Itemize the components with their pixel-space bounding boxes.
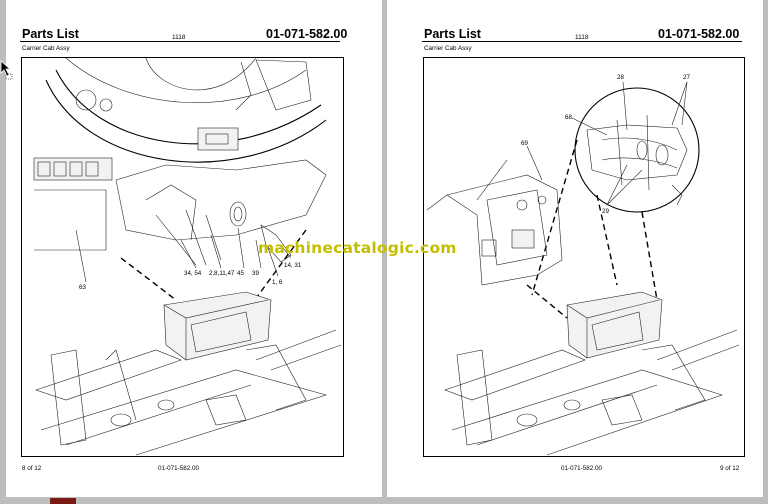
callout-34-54: 34, 54 [184,270,202,277]
assembly-subtitle: Carrier Cab Assy [424,45,472,52]
drawing-frame [21,57,344,457]
doc-number: 01-071-582.00 [658,27,740,41]
callout-45: 45 [237,270,244,277]
footer-doc-number: 01-071-582.00 [561,465,602,472]
doc-number: 01-071-582.00 [266,27,348,41]
callout-1-6: 1, 6 [272,279,283,286]
callout-28: 28 [617,74,624,81]
page-8: Parts List 1118 01-071-582.00 Carrier Ca… [6,0,382,497]
page-code: 1118 [172,34,186,41]
cab-detail-drawing [426,81,740,456]
callout-27: 27 [683,74,690,81]
assembly-subtitle: Carrier Cab Assy [22,45,70,52]
header-rule [422,41,742,42]
drawing-frame [423,57,745,457]
callout-29: 29 [602,208,609,215]
page-code: 1118 [575,34,589,41]
header-rule [20,41,340,42]
watermark: machinecatalogic.com [258,239,457,257]
page-title: Parts List [424,27,481,41]
footer-doc-number: 01-071-582.00 [158,465,199,472]
callout-14-31: 14, 31 [284,262,302,269]
page-gutter [382,0,387,497]
page-9: Parts List 1118 01-071-582.00 Carrier Ca… [387,0,763,497]
callout-2-8-11-47: 2,8,11,47 [209,270,235,277]
callout-63: 63 [79,284,86,291]
footer-page-number: 8 of 12 [22,465,42,472]
footer-page-number: 9 of 12 [720,465,740,472]
page-title: Parts List [22,27,79,41]
callout-69: 69 [521,140,528,147]
viewer-bottom-bar [0,497,768,504]
taskbar-marker [50,498,76,504]
callout-39: 39 [252,270,259,277]
cab-assembly-drawing [33,57,342,456]
arrow-cursor-icon [0,60,13,80]
callout-68: 68 [565,114,572,121]
